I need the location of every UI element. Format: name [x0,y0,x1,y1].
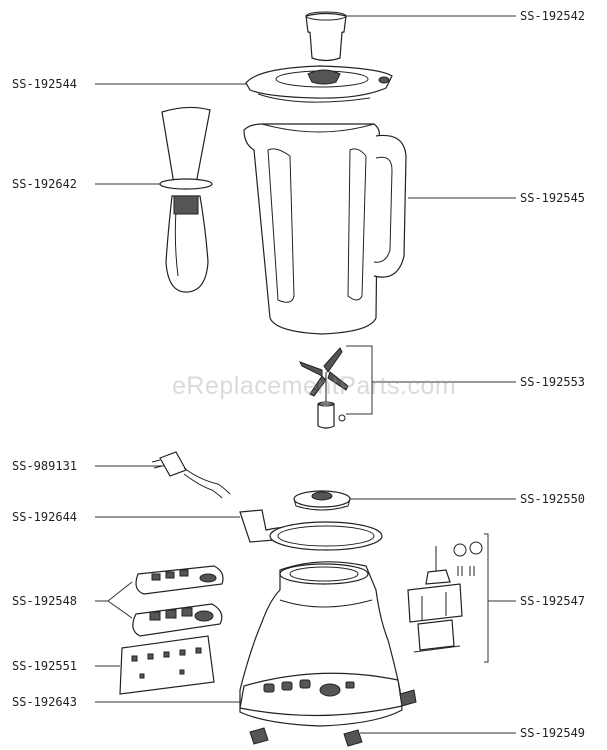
part-label-motor-assembly[interactable]: SS-192547 [520,594,586,608]
leader-control-panels-a [107,581,133,602]
part-label-coupler[interactable]: SS-192550 [520,492,586,506]
part-label-membrane-sticker[interactable]: SS-192551 [12,659,78,673]
part-label-gasket[interactable]: SS-192644 [12,510,78,524]
part-label-hand-blender[interactable]: SS-192642 [12,177,78,191]
part-label-feet[interactable]: SS-192549 [520,726,586,740]
part-label-lid[interactable]: SS-192544 [12,77,78,91]
gasket-drawing [239,509,383,551]
jar-drawing [243,123,407,335]
motor-assembly-drawing [407,541,483,653]
lid-drawing [245,65,393,103]
part-label-blade[interactable]: SS-192553 [520,375,586,389]
feet-drawing [249,689,417,747]
coupler-drawing [293,490,351,511]
membrane-sticker-drawing [119,635,215,695]
leader-lines [95,15,516,734]
part-label-control-panels[interactable]: SS-192548 [12,594,78,608]
blade-drawing [298,347,349,429]
plug-cord-drawing [151,451,231,499]
part-label-plug-cord[interactable]: SS-989131 [12,459,78,473]
leader-control-panels-b [107,600,133,619]
part-label-jar[interactable]: SS-192545 [520,191,586,205]
base-drawing [239,561,403,727]
bracket-blade [346,345,373,415]
watermark: eReplacementParts.com [172,372,457,400]
hand-blender-drawing [159,106,213,293]
part-label-lid-cap[interactable]: SS-192542 [520,9,586,23]
lid-cap-drawing [305,11,347,62]
bracket-motor [484,533,489,663]
control-panels-drawing [132,565,224,637]
part-label-base[interactable]: SS-192643 [12,695,78,709]
